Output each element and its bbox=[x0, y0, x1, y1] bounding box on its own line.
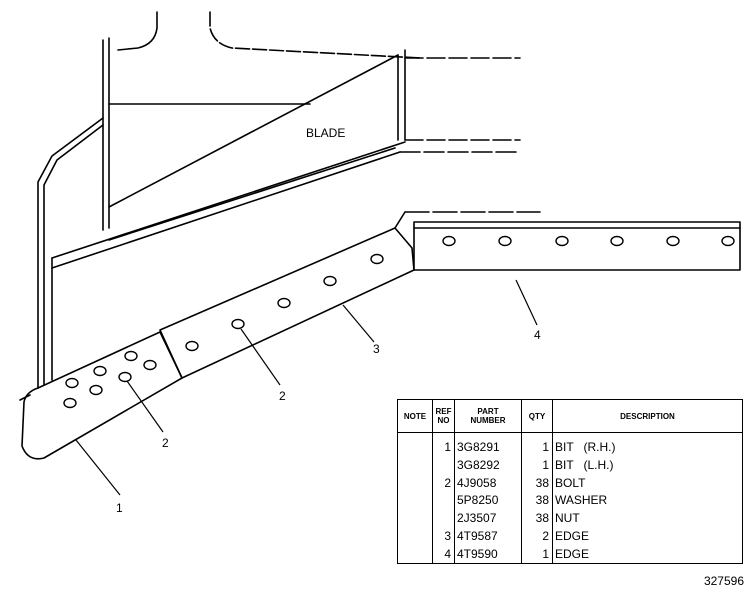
quantity: 38 bbox=[521, 492, 553, 510]
table-row: 3G8292 1 BIT (L.H.) bbox=[397, 456, 743, 475]
header-qty: QTY bbox=[521, 399, 553, 433]
header-part-number: PART NUMBER bbox=[454, 399, 522, 433]
part-number: 4T9587 bbox=[454, 527, 522, 546]
header-note: NOTE bbox=[397, 399, 433, 433]
quantity: 38 bbox=[521, 509, 553, 528]
description: BOLT bbox=[552, 474, 743, 493]
table-row: 5P8250 38 WASHER bbox=[397, 492, 743, 510]
parts-table-header: NOTE REF NO PART NUMBER QTY DESCRIPTION bbox=[397, 399, 743, 433]
callout-2-left: 2 bbox=[162, 436, 169, 450]
description: NUT bbox=[552, 509, 743, 528]
bolt-holes-right-edge bbox=[442, 235, 735, 247]
bolt-holes-end-bit bbox=[63, 350, 157, 409]
leader-4 bbox=[515, 279, 538, 326]
ref-no: 4 bbox=[432, 545, 455, 565]
table-row: 2 4J9058 38 BOLT bbox=[397, 474, 743, 493]
part-number: 4T9590 bbox=[454, 545, 522, 565]
cutting-edge-right bbox=[413, 221, 741, 271]
end-bit bbox=[21, 331, 183, 460]
blade-label: BLADE bbox=[306, 126, 345, 140]
leader-1 bbox=[75, 439, 121, 496]
description: BIT (L.H.) bbox=[552, 456, 743, 475]
moldboard-rail bbox=[51, 141, 406, 259]
description: EDGE bbox=[552, 527, 743, 546]
blade-face-diagonal bbox=[108, 54, 399, 208]
leader-3 bbox=[342, 304, 375, 343]
ref-no: 2 bbox=[432, 474, 455, 493]
table-row: 2J3507 38 NUT bbox=[397, 509, 743, 528]
quantity: 1 bbox=[521, 438, 553, 457]
ref-no bbox=[432, 492, 455, 510]
quantity: 38 bbox=[521, 474, 553, 493]
leader-2-center bbox=[240, 328, 281, 386]
part-number: 5P8250 bbox=[454, 492, 522, 510]
part-number: 3G8292 bbox=[454, 456, 522, 475]
parts-table: NOTE REF NO PART NUMBER QTY DESCRIPTION … bbox=[397, 399, 743, 565]
callout-1: 1 bbox=[116, 501, 123, 515]
blade-left-side bbox=[43, 124, 104, 386]
description: WASHER bbox=[552, 492, 743, 510]
part-number: 2J3507 bbox=[454, 509, 522, 528]
table-row: 4 4T9590 1 EDGE bbox=[397, 545, 743, 565]
figure-number: 327596 bbox=[703, 574, 744, 588]
leader-2-left bbox=[126, 380, 164, 433]
ref-no bbox=[432, 456, 455, 475]
header-ref-no: REF NO bbox=[432, 399, 455, 433]
quantity: 1 bbox=[521, 456, 553, 475]
blade-top-cutout bbox=[117, 11, 158, 51]
bolt-holes-center-edge bbox=[185, 253, 384, 352]
quantity: 1 bbox=[521, 545, 553, 565]
ref-no: 3 bbox=[432, 527, 455, 546]
callout-3: 3 bbox=[373, 342, 380, 356]
quantity: 2 bbox=[521, 527, 553, 546]
ref-no bbox=[432, 509, 455, 528]
callout-4: 4 bbox=[534, 328, 541, 342]
table-row: 1 3G8291 1 BIT (R.H.) bbox=[397, 438, 743, 457]
table-row: 3 4T9587 2 EDGE bbox=[397, 527, 743, 546]
description: EDGE bbox=[552, 545, 743, 565]
description: BIT (R.H.) bbox=[552, 438, 743, 457]
callout-2-center: 2 bbox=[279, 389, 286, 403]
header-description: DESCRIPTION bbox=[552, 399, 743, 433]
part-number: 3G8291 bbox=[454, 438, 522, 457]
part-number: 4J9058 bbox=[454, 474, 522, 493]
ref-no: 1 bbox=[432, 438, 455, 457]
blade-top-cutout-right bbox=[209, 11, 421, 59]
